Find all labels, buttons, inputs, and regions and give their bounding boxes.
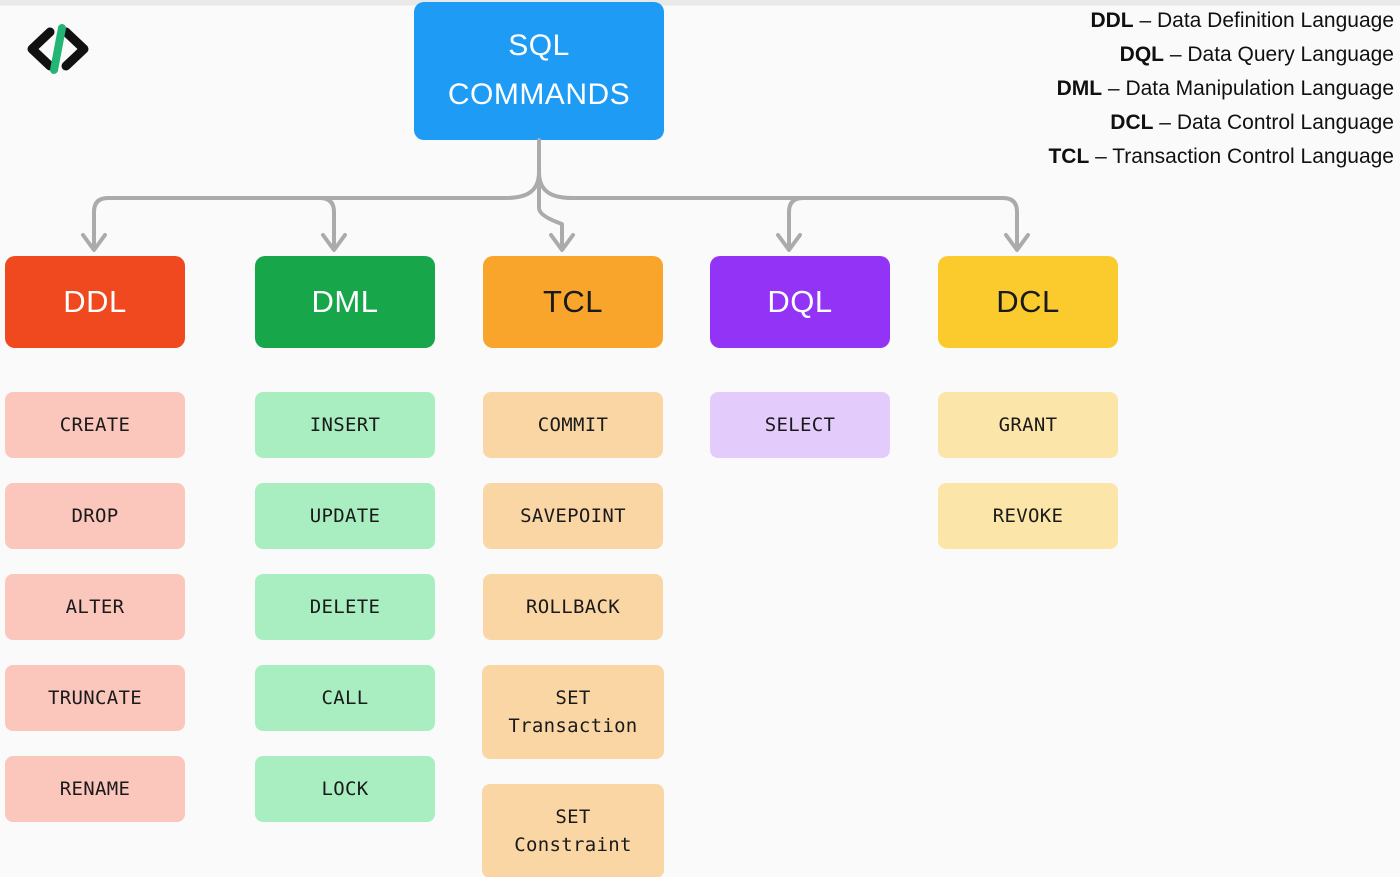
connector-mid-branch-0 <box>318 196 336 250</box>
legend: DDL – Data Definition Language DQL – Dat… <box>1048 4 1394 174</box>
legend-dash: – <box>1089 145 1113 169</box>
code-brackets-icon <box>22 20 94 78</box>
command-pill[interactable]: SELECT <box>710 392 890 458</box>
legend-description: Data Definition Language <box>1156 9 1394 32</box>
command-pill[interactable]: SET Constraint <box>482 784 664 877</box>
legend-description: Transaction Control Language <box>1112 145 1394 169</box>
connector-arrowhead <box>1004 233 1030 252</box>
legend-item: DML – Data Manipulation Language <box>1048 72 1394 106</box>
root-node-line2: COMMANDS <box>447 78 631 111</box>
command-pill[interactable]: TRUNCATE <box>5 665 185 731</box>
command-pill[interactable]: RENAME <box>5 756 185 822</box>
connector-arrowhead <box>81 233 107 252</box>
connector-arrowhead <box>549 233 575 252</box>
command-pill[interactable]: SAVEPOINT <box>483 483 663 549</box>
category-header-tcl[interactable]: TCL <box>483 256 663 348</box>
command-pill[interactable]: LOCK <box>255 756 435 822</box>
connector-mid-branch-1 <box>787 196 805 250</box>
column-ddl: DDL CREATE DROP ALTER TRUNCATE RENAME <box>5 256 185 822</box>
legend-abbr: DML <box>1056 77 1103 101</box>
legend-abbr: DQL <box>1119 43 1164 67</box>
column-tcl: TCL COMMIT SAVEPOINT ROLLBACK SET Transactio… <box>482 256 664 877</box>
command-pill[interactable]: DELETE <box>255 574 435 640</box>
legend-description: Data Query Language <box>1187 43 1394 67</box>
top-strip-divider <box>0 5 1400 6</box>
command-pill[interactable]: REVOKE <box>938 483 1118 549</box>
legend-dash: – <box>1133 9 1157 32</box>
command-pill[interactable]: CALL <box>255 665 435 731</box>
legend-item: DQL – Data Query Language <box>1048 38 1394 72</box>
legend-item: DDL – Data Definition Language <box>1048 4 1394 38</box>
command-pill[interactable]: ROLLBACK <box>483 574 663 640</box>
command-pill[interactable]: INSERT <box>255 392 435 458</box>
category-header-dcl[interactable]: DCL <box>938 256 1118 348</box>
command-pill[interactable]: UPDATE <box>255 483 435 549</box>
column-dcl: DCL GRANT REVOKE <box>938 256 1118 549</box>
root-node-line1: SQL <box>508 29 570 63</box>
command-pill[interactable]: GRANT <box>938 392 1118 458</box>
connector-left-branch <box>92 170 541 250</box>
column-dml: DML INSERT UPDATE DELETE CALL LOCK <box>255 256 435 822</box>
connector-arrowhead <box>776 233 802 252</box>
category-header-ddl[interactable]: DDL <box>5 256 185 348</box>
legend-abbr: DCL <box>1110 111 1154 135</box>
legend-dash: – <box>1153 111 1177 135</box>
legend-abbr: DDL <box>1090 9 1134 32</box>
command-pill[interactable]: ALTER <box>5 574 185 640</box>
command-pill[interactable]: SET Transaction <box>482 665 664 759</box>
legend-description: Data Control Language <box>1176 111 1394 135</box>
legend-item: TCL – Transaction Control Language <box>1048 140 1394 174</box>
command-pill[interactable]: DROP <box>5 483 185 549</box>
command-pill[interactable]: CREATE <box>5 392 185 458</box>
category-header-dml[interactable]: DML <box>255 256 435 348</box>
command-pill[interactable]: COMMIT <box>483 392 663 458</box>
legend-abbr: TCL <box>1048 145 1090 169</box>
root-node-sql-commands[interactable]: SQL COMMANDS <box>414 2 664 140</box>
category-header-dql[interactable]: DQL <box>710 256 890 348</box>
top-strip <box>0 0 1400 5</box>
legend-dash: – <box>1102 77 1126 101</box>
connector-center-branch <box>537 170 564 250</box>
legend-description: Data Manipulation Language <box>1125 77 1394 101</box>
column-dql: DQL SELECT <box>710 256 890 458</box>
legend-item: DCL – Data Control Language <box>1048 106 1394 140</box>
connector-arrowhead <box>321 233 347 252</box>
legend-dash: – <box>1163 43 1188 67</box>
connector-right-branch <box>537 170 1019 250</box>
